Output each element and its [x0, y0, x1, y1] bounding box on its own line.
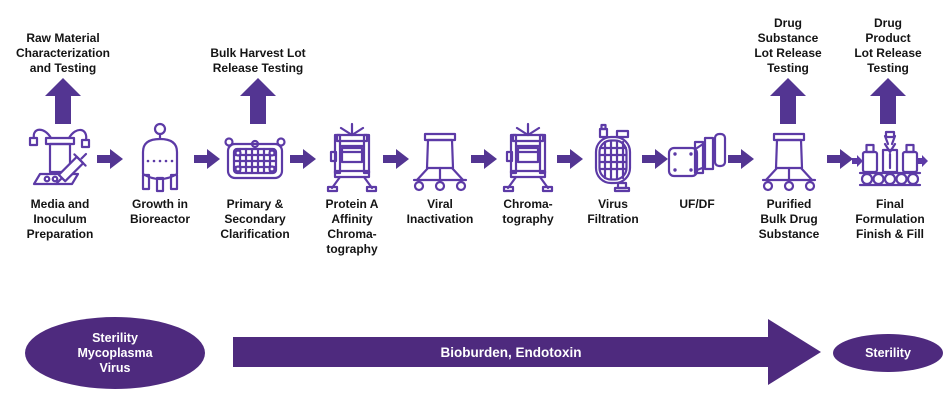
up-arrow-icon [870, 78, 906, 124]
up-arrow-icon [45, 78, 81, 124]
step-final-formulation-fill-finish: Final Formulation Finish & Fill [838, 122, 942, 242]
step-primary-secondary-clarification: Primary & Secondary Clarification [203, 122, 307, 242]
callout-drug-substance-testing: Drug Substance Lot Release Testing [754, 16, 822, 75]
virus-filter-icon [561, 122, 665, 194]
qc-arrow-label: Bioburden, Endotoxin [441, 345, 582, 360]
chromatography-press-icon [476, 122, 580, 194]
step-growth-in-bioreactor: Growth in Bioreactor [108, 122, 212, 227]
right-arrow-icon [728, 149, 754, 169]
callout-drug-product-testing: Drug Product Lot Release Testing [854, 16, 922, 75]
right-arrow-icon [557, 149, 583, 169]
bioreactor-icon [108, 122, 212, 194]
step-label: Growth in Bioreactor [129, 197, 191, 226]
qc-ellipse-sterility: Sterility [833, 334, 943, 372]
callout-bulk-harvest-testing: Bulk Harvest Lot Release Testing [210, 46, 306, 75]
step-uf-df: UF/DF [645, 122, 749, 212]
step-viral-inactivation: Viral Inactivation [388, 122, 492, 227]
step-label: Viral Inactivation [406, 197, 474, 226]
step-label: UF/DF [679, 197, 715, 211]
right-arrow-icon [471, 149, 497, 169]
right-arrow-icon [290, 149, 316, 169]
right-arrow-icon [642, 149, 668, 169]
up-arrow-icon [240, 78, 276, 124]
step-label: Protein A Affinity Chroma- tography [325, 197, 379, 256]
mobile-tank-icon [388, 122, 492, 194]
mobile-tank-icon [737, 122, 841, 194]
step-chromatography: Chroma- tography [476, 122, 580, 227]
step-label: Purified Bulk Drug Substance [758, 197, 820, 241]
up-arrow-icon [770, 78, 806, 124]
step-label: Media and Inoculum Preparation [26, 197, 94, 241]
fill-finish-icon [838, 122, 942, 194]
right-arrow-icon [194, 149, 220, 169]
bioburden-endotoxin-arrow: Bioburden, Endotoxin [233, 319, 821, 385]
step-purified-bulk-drug-substance: Purified Bulk Drug Substance [737, 122, 841, 242]
qc-ellipse-sterility-mycoplasma-virus: Sterility Mycoplasma Virus [25, 317, 205, 389]
right-arrow-icon [97, 149, 123, 169]
step-media-inoculum-preparation: Media and Inoculum Preparation [8, 122, 112, 242]
callout-raw-material-testing: Raw Material Characterization and Testin… [15, 31, 111, 75]
right-arrow-icon [383, 149, 409, 169]
clarification-filter-icon [203, 122, 307, 194]
chromatography-press-icon [300, 122, 404, 194]
right-arrow-icon [827, 149, 853, 169]
uf-df-cassette-icon [645, 122, 749, 194]
media-prep-icon [8, 122, 112, 194]
step-label: Chroma- tography [502, 197, 554, 226]
step-label: Primary & Secondary Clarification [220, 197, 290, 241]
step-protein-a-affinity-chromatography: Protein A Affinity Chroma- tography [300, 122, 404, 257]
step-label: Virus Filtration [587, 197, 639, 226]
step-label: Final Formulation Finish & Fill [855, 197, 925, 241]
step-virus-filtration: Virus Filtration [561, 122, 665, 227]
